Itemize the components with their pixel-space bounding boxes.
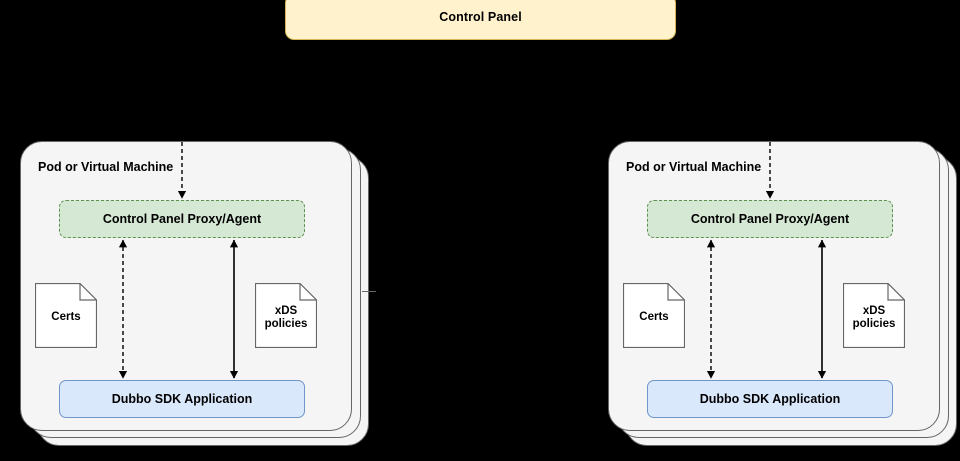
xds-policies-document-node[interactable]: xDS policies [255, 283, 317, 348]
certs-document-label: Certs [35, 283, 97, 348]
certs-document-node[interactable]: Certs [623, 283, 685, 348]
certs-document-node[interactable]: Certs [35, 283, 97, 348]
control-panel-node[interactable]: Control Panel [285, 0, 676, 40]
control-panel-proxy-agent-label: Control Panel Proxy/Agent [690, 212, 850, 226]
xds-policies-document-label: xDS policies [843, 283, 905, 348]
left-pod-outbound-connector [362, 291, 376, 292]
pod-stack-left[interactable]: Pod or Virtual Machine Control Panel Pro… [20, 141, 370, 447]
pod-card-front[interactable]: Pod or Virtual Machine Control Panel Pro… [608, 141, 940, 431]
control-panel-proxy-agent-node[interactable]: Control Panel Proxy/Agent [59, 200, 305, 238]
dubbo-sdk-application-node[interactable]: Dubbo SDK Application [59, 380, 305, 418]
document-icon [843, 283, 905, 348]
certs-line-1: Certs [639, 311, 669, 323]
control-panel-proxy-agent-node[interactable]: Control Panel Proxy/Agent [647, 200, 893, 238]
certs-document-label: Certs [623, 283, 685, 348]
xds-line-2: policies [852, 317, 896, 330]
pod-title: Pod or Virtual Machine [38, 160, 174, 174]
dubbo-sdk-application-node[interactable]: Dubbo SDK Application [647, 380, 893, 418]
dubbo-sdk-application-label: Dubbo SDK Application [111, 392, 253, 406]
control-panel-proxy-agent-label: Control Panel Proxy/Agent [102, 212, 262, 226]
dubbo-sdk-application-label: Dubbo SDK Application [699, 392, 841, 406]
document-icon [35, 283, 97, 348]
xds-line-2: policies [264, 317, 308, 330]
xds-policies-document-label: xDS policies [255, 283, 317, 348]
pod-stack-right[interactable]: Pod or Virtual Machine Control Panel Pro… [608, 141, 958, 447]
pod-card-front[interactable]: Pod or Virtual Machine Control Panel Pro… [20, 141, 352, 431]
control-panel-label: Control Panel [439, 10, 522, 24]
xds-line-1: xDS [862, 304, 886, 317]
control-panel-to-right-pod-connector [767, 141, 769, 150]
control-panel-to-left-pod-connector [179, 141, 181, 150]
xds-line-1: xDS [274, 304, 298, 317]
xds-policies-document-node[interactable]: xDS policies [843, 283, 905, 348]
certs-line-1: Certs [51, 311, 81, 323]
pod-title: Pod or Virtual Machine [626, 160, 762, 174]
document-icon [623, 283, 685, 348]
document-icon [255, 283, 317, 348]
